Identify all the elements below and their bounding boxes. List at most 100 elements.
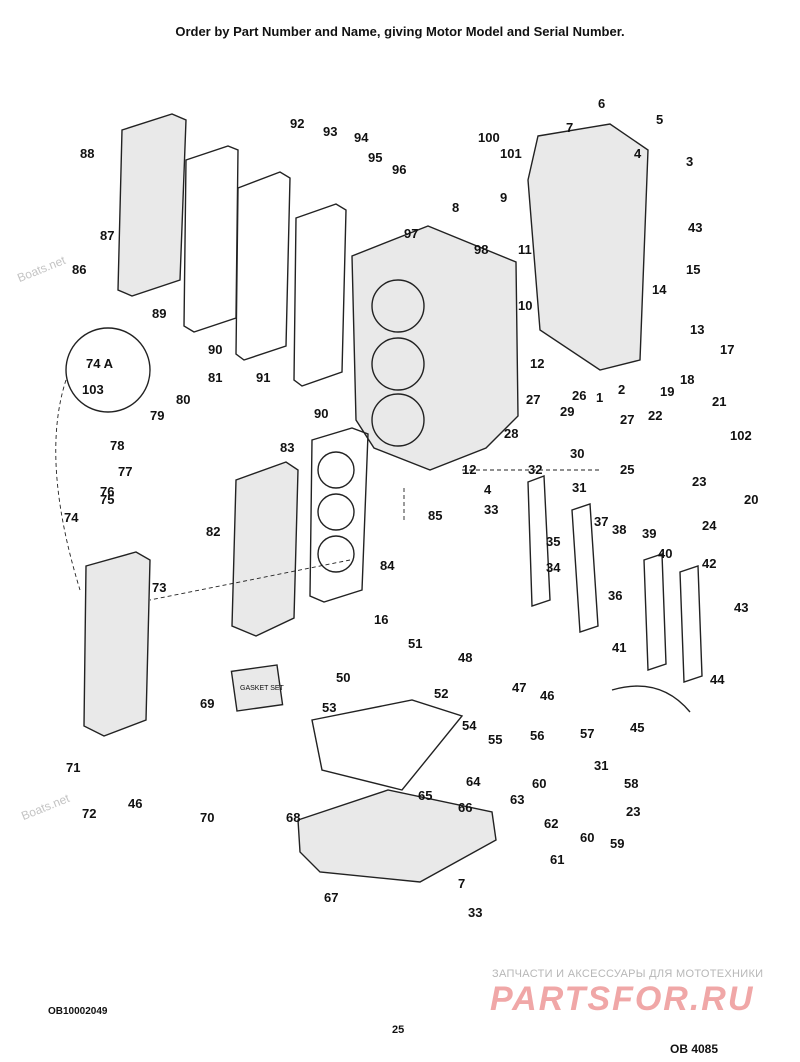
callout-label: 60 [532,776,547,791]
callout-label: 11 [518,242,532,257]
callout-label: 35 [546,534,561,549]
exhaust-inner-gasket [293,203,347,387]
callout-label: 74 [64,510,79,525]
callout-label: 59 [610,836,625,851]
callout-label: 67 [324,890,339,905]
callout-label: 73 [152,580,167,595]
callout-label: 15 [686,262,701,277]
throttle-bracket-34 [527,475,551,607]
callout-label: 85 [428,508,443,523]
callout-label: 46 [128,796,143,811]
callout-label: 1 [596,390,604,405]
callout-label: 38 [612,522,627,537]
callout-label: 6 [598,96,606,111]
callout-label: 46 [540,688,555,703]
watermark-brand: PARTSFOR.RU [490,980,755,1018]
callout-label: 54 [462,718,477,733]
callout-label: 80 [176,392,191,407]
callout-label: 25 [620,462,635,477]
callout-label: 10 [518,298,533,313]
page-header: Order by Part Number and Name, giving Mo… [175,24,625,39]
callout-label: 37 [594,514,609,529]
callout-label: 42 [702,556,717,571]
callout-label: 33 [484,502,499,517]
callout-label: 75 [100,492,115,507]
callout-label: 89 [152,306,167,321]
callout-label: 4 [634,146,642,161]
callout-label: 3 [686,154,694,169]
callout-label: 31 [572,480,587,495]
callout-label: 103 [82,382,104,397]
callout-label: 17 [720,342,735,357]
callout-label: 5 [656,112,664,127]
callout-label: 92 [290,116,305,131]
callout-label: 50 [336,670,351,685]
callout-label: 43 [688,220,703,235]
cylinder-bore-3 [371,393,425,447]
callout-label: 86 [72,262,87,277]
callout-label: 47 [512,680,527,695]
callout-label: 40 [658,546,673,561]
callout-label: 22 [648,408,663,423]
callout-label: 4 [484,482,492,497]
callout-label: 55 [488,732,503,747]
callout-label: 27 [526,392,541,407]
callout-label: 27 [620,412,635,427]
callout-label: 93 [323,124,338,139]
callout-label: 65 [418,788,433,803]
callout-label: 91 [256,370,271,385]
callout-label: 66 [458,800,473,815]
callout-label: 39 [642,526,657,541]
callout-label: 76 [100,484,115,499]
callout-label: 60 [580,830,595,845]
throttle-bracket-36 [571,503,599,633]
callout-label: 28 [504,426,519,441]
cylinder-head-cover [83,551,151,737]
callout-label: 23 [692,474,707,489]
callout-label: 53 [322,700,337,715]
callout-label: 64 [466,774,481,789]
hose-45 [611,685,691,713]
cylinder-head [231,461,299,637]
exhaust-plate-gasket [183,145,239,333]
callout-label: 90 [314,406,329,421]
callout-label: 2 [618,382,626,397]
callout-label: 16 [374,612,389,627]
callout-label: 56 [530,728,545,743]
callout-label: 95 [368,150,383,165]
callout-label: 81 [208,370,223,385]
callout-label: 97 [404,226,419,241]
callout-label: 33 [468,905,483,920]
callout-label: 41 [612,640,627,655]
callout-label: 63 [510,792,525,807]
callout-label: 78 [110,438,125,453]
gasket-set-box [230,664,284,712]
callout-label: 7 [458,876,466,891]
callout-label: 82 [206,524,221,539]
callout-label: 7 [566,120,574,135]
figure-code-right: OB 4085 [670,1042,719,1056]
exhaust-cover [117,113,187,297]
callout-label: 51 [408,636,423,651]
adapter-gasket [311,699,464,791]
exhaust-adapter [297,789,497,883]
callout-label: 48 [458,650,473,665]
callout-label: 101 [500,146,522,161]
callout-label: 57 [580,726,595,741]
callout-label: 84 [380,558,395,573]
callout-label: 52 [434,686,449,701]
callout-label: 90 [208,342,223,357]
page-number: 25 [392,1024,405,1036]
cylinder-bore-1 [371,279,425,333]
callout-label: 87 [100,228,115,243]
callout-label: 68 [286,810,301,825]
callout-label: 12 [530,356,545,371]
callout-label: 58 [624,776,639,791]
callout-label: 102 [730,428,752,443]
callout-label: 23 [626,804,641,819]
bracket-42 [679,565,703,683]
callout-label: 71 [66,760,81,775]
callout-label: 18 [680,372,695,387]
callout-label: 94 [354,130,369,145]
